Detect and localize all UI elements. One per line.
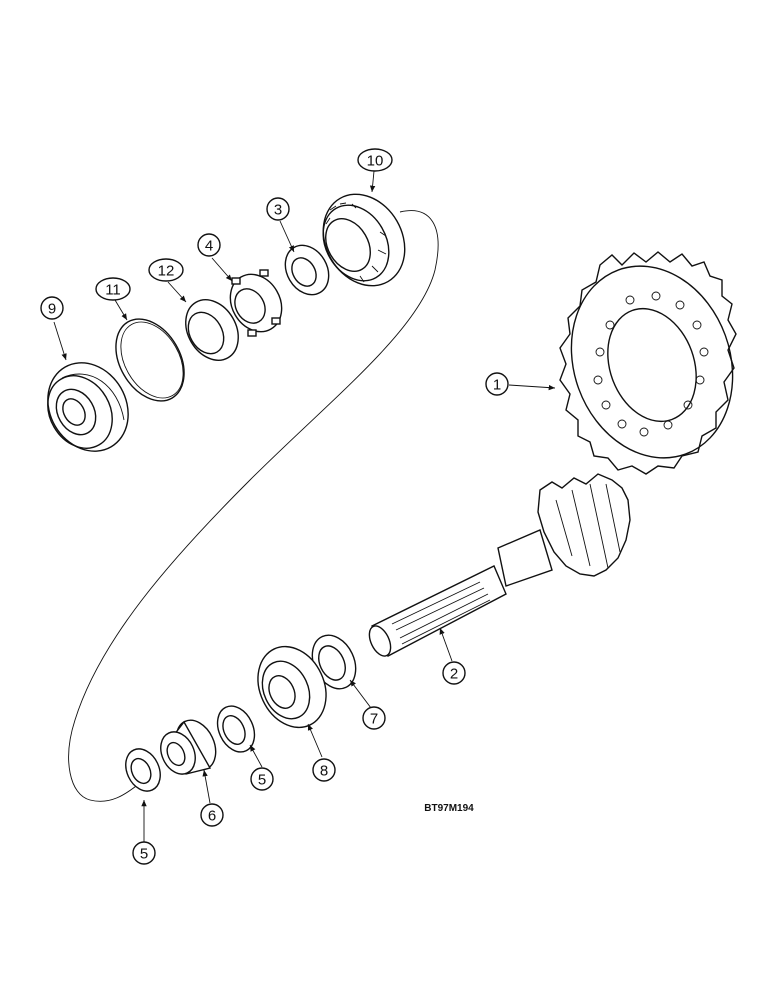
- svg-text:12: 12: [158, 263, 175, 280]
- callout-3: 3: [266, 197, 290, 221]
- svg-text:7: 7: [370, 711, 378, 728]
- svg-text:11: 11: [105, 282, 121, 299]
- part-5-washer-lower: [125, 748, 161, 792]
- part-9-flange-hub: [47, 362, 129, 452]
- svg-text:10: 10: [367, 153, 384, 170]
- callout-5-lower: 5: [132, 841, 156, 865]
- callout-2: 2: [442, 661, 466, 685]
- part-12-seal: [185, 299, 239, 361]
- svg-text:5: 5: [140, 846, 148, 863]
- svg-text:6: 6: [208, 808, 216, 825]
- callout-6: 6: [200, 803, 224, 827]
- assembly-path-line: [68, 210, 439, 802]
- svg-text:1: 1: [493, 377, 501, 394]
- svg-text:5: 5: [258, 772, 266, 789]
- part-5-washer-middle: [216, 705, 256, 753]
- part-11-o-ring: [115, 318, 185, 402]
- part-10-roller-bearing: [322, 193, 406, 287]
- callout-11: 11: [95, 277, 131, 301]
- part-6-spacer: [160, 719, 217, 775]
- part-2-pinion-shaft: [368, 473, 631, 657]
- svg-text:8: 8: [320, 763, 328, 780]
- svg-text:3: 3: [274, 202, 282, 219]
- figure-code: BT97M194: [424, 803, 474, 814]
- svg-text:4: 4: [205, 238, 213, 255]
- callout-5-middle: 5: [250, 767, 274, 791]
- part-3-washer: [284, 244, 330, 296]
- callout-1: 1: [485, 372, 509, 396]
- callout-10: 10: [357, 148, 393, 172]
- part-8-bearing: [257, 645, 327, 729]
- callout-12: 12: [148, 258, 184, 282]
- part-4-nut: [229, 269, 283, 337]
- svg-text:9: 9: [48, 301, 56, 318]
- part-1-ring-gear: [559, 251, 737, 475]
- callout-7: 7: [362, 706, 386, 730]
- svg-text:2: 2: [450, 666, 458, 683]
- callout-4: 4: [197, 233, 221, 257]
- callout-9: 9: [40, 296, 64, 320]
- callout-8: 8: [312, 758, 336, 782]
- leader-lines: [53, 170, 556, 842]
